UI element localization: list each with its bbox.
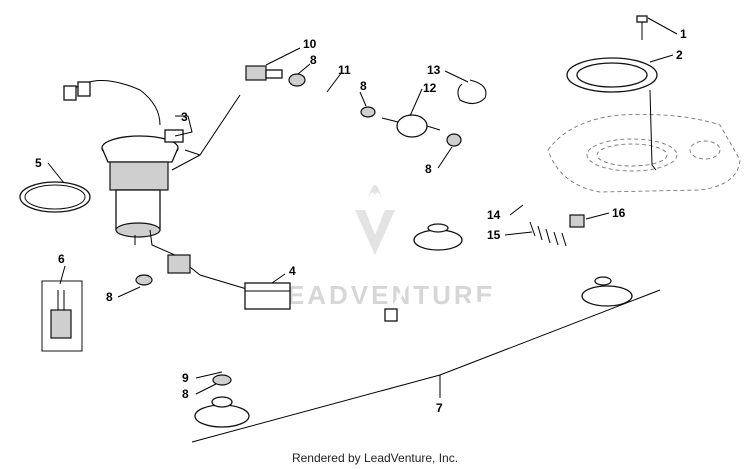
callout-8-filter-outlet: 8 (425, 162, 432, 176)
callout-6: 6 (58, 252, 65, 266)
lower-fuel-hose-part (140, 295, 230, 380)
bolt-part (636, 15, 648, 40)
callout-1: 1 (680, 27, 687, 41)
retaining-clip-part (457, 79, 487, 104)
fuel-tank-phantom (547, 113, 741, 193)
fuel-filter-part (381, 114, 441, 138)
quick-fitting-part (245, 65, 283, 81)
leader-lines (47, 17, 678, 443)
callout-8-lower-pump: 8 (106, 290, 113, 304)
vent-hose-part (473, 143, 580, 251)
callout-labels: 1 2 3 4 5 6 7 8 8 8 8 8 9 10 11 12 13 14… (35, 27, 687, 415)
callout-5: 5 (35, 156, 42, 170)
callout-4: 4 (289, 264, 296, 278)
callout-3: 3 (181, 110, 188, 124)
callout-8-lower-hose: 8 (182, 387, 189, 401)
callout-13: 13 (427, 63, 441, 77)
callout-9: 9 (182, 371, 189, 385)
pickup-harness-part (194, 223, 633, 428)
flange-gasket-part (566, 57, 658, 93)
watermark-logo (355, 185, 395, 255)
callout-8-filter-inlet: 8 (360, 79, 367, 93)
vent-cap-part (569, 214, 585, 228)
fuel-pump-assembly-part (63, 80, 251, 291)
level-sensor-part (244, 282, 291, 310)
callout-14: 14 (487, 208, 501, 222)
rendered-by-footer: Rendered by LeadVenture, Inc. (291, 451, 459, 465)
callout-2: 2 (676, 48, 683, 62)
callout-8-top: 8 (310, 53, 317, 67)
callout-11: 11 (338, 63, 351, 77)
fuel-hose-part (310, 85, 355, 110)
callout-16: 16 (612, 206, 626, 220)
callout-15: 15 (487, 228, 501, 242)
callout-7: 7 (436, 401, 443, 415)
callout-12: 12 (423, 81, 437, 95)
hose-clamp-parts (135, 73, 462, 386)
connector-inset-part (41, 280, 83, 352)
pump-seal-ring-part (19, 181, 91, 213)
callout-10: 10 (303, 37, 317, 51)
